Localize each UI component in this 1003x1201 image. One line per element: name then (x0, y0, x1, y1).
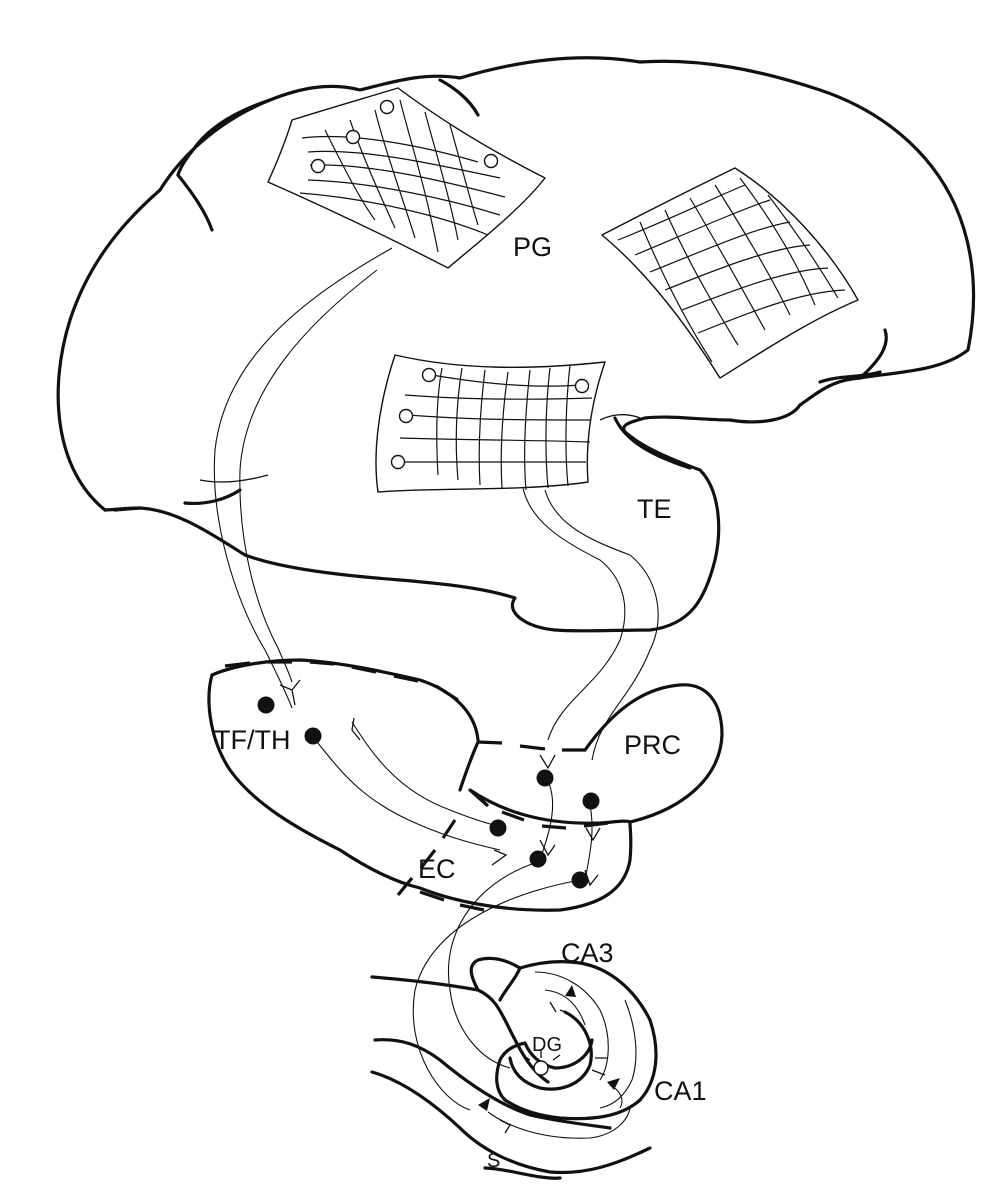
label-ca3: CA3 (561, 938, 614, 968)
label-pg: PG (513, 232, 552, 262)
pg-neuron-4 (483, 153, 499, 169)
te-neuron-2 (398, 408, 414, 424)
ec-cell-1 (489, 819, 507, 837)
parietal-cortical-sheet (601, 167, 859, 379)
pg-neuron-3 (310, 158, 326, 174)
fiber-te-to-prc (522, 487, 659, 761)
label-ec: EC (418, 854, 456, 884)
ec-cell-2 (529, 850, 547, 868)
pg-cortical-sheet (267, 87, 546, 269)
label-ca1: CA1 (654, 1076, 707, 1106)
fiber-pg-to-tfth (213, 247, 393, 709)
label-dg: DG (532, 1034, 562, 1056)
tfth-cell-2 (304, 727, 322, 745)
hippocampus (370, 956, 658, 1180)
region-labels: PG TE TF/TH PRC EC CA3 DG CA1 S (214, 232, 707, 1172)
pg-neuron-1 (379, 99, 395, 115)
fiber-tfth-to-ec (312, 721, 501, 851)
te-neuron-1 (421, 367, 437, 383)
dg-granule-cell (533, 1060, 549, 1076)
prc-cell-2 (582, 792, 600, 810)
projection-cells (257, 696, 600, 889)
label-s: S (487, 1150, 500, 1172)
te-neuron-3 (390, 454, 406, 470)
ec-cell-3 (571, 871, 589, 889)
tfth-cell-1 (257, 696, 275, 714)
te-cortical-sheet (375, 354, 606, 493)
label-prc: PRC (624, 730, 681, 760)
brain-outline (56, 56, 976, 633)
parahippocampal-region (207, 658, 724, 912)
label-tfth: TF/TH (214, 725, 290, 755)
te-neuron-4 (574, 378, 590, 394)
fiber-ec-to-hippocampus (412, 861, 581, 1111)
prc-cell-1 (536, 769, 554, 787)
pg-neuron-2 (345, 129, 361, 145)
label-te: TE (637, 494, 672, 524)
